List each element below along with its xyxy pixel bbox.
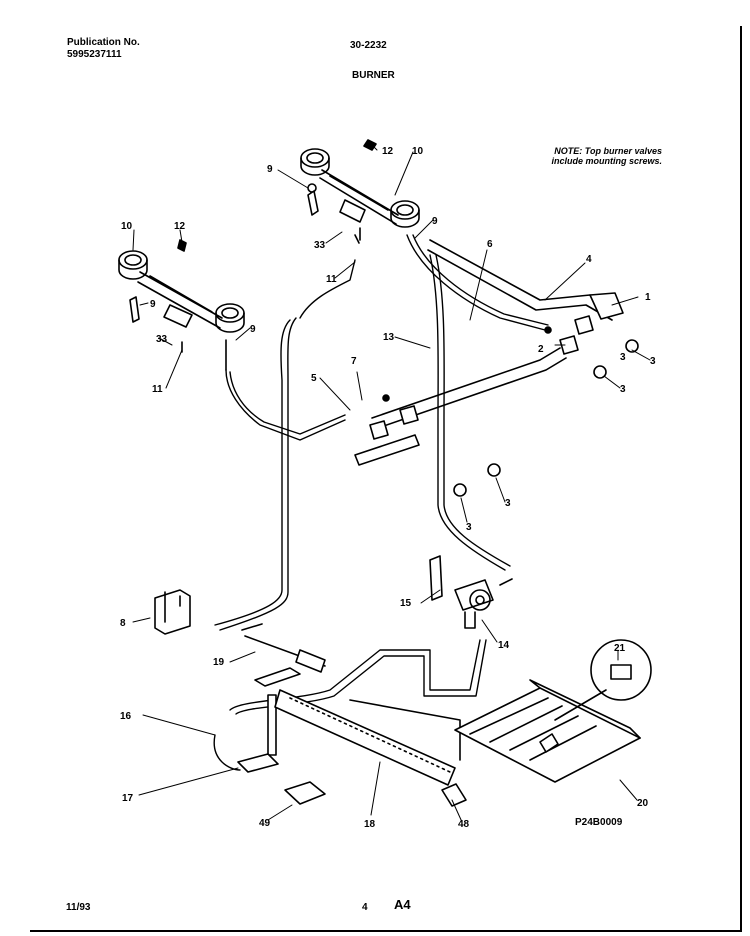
- callout-17: 17: [122, 793, 134, 804]
- rear-burner-assembly: [300, 139, 420, 244]
- model-code: 30-2232: [350, 40, 387, 51]
- callout-3c: 3: [505, 498, 511, 509]
- spark-module: [154, 589, 191, 635]
- front-burner-assembly: [118, 239, 245, 371]
- callout-48: 48: [458, 819, 470, 830]
- callout-1: 1: [645, 292, 651, 303]
- manifold-pipe: [371, 239, 624, 429]
- footer-date: 11/93: [66, 902, 91, 913]
- callout-33b: 33: [156, 334, 168, 345]
- callout-6: 6: [487, 239, 493, 250]
- note-line-2: include mounting screws.: [551, 156, 662, 166]
- callout-4: 4: [586, 254, 592, 265]
- callout-10b: 10: [121, 221, 133, 232]
- footer-page-number: 4: [362, 902, 368, 913]
- callout-15: 15: [400, 598, 412, 609]
- callout-20: 20: [637, 798, 649, 809]
- callout-11a: 11: [326, 274, 337, 285]
- oven-baffle: [454, 639, 652, 783]
- footer-page-code: A4: [394, 897, 411, 912]
- callout-3b: 3: [620, 384, 626, 395]
- callout-14: 14: [498, 640, 510, 651]
- section-title: BURNER: [352, 70, 395, 81]
- callout-21: 21: [614, 643, 626, 654]
- diagram-reference: P24B0009: [575, 817, 623, 828]
- leader-lines: [132, 144, 651, 823]
- callout-10a: 10: [412, 146, 424, 157]
- callout-18: 18: [364, 819, 376, 830]
- callout-9c: 9: [150, 299, 156, 310]
- callout-9d: 9: [250, 324, 256, 335]
- callout-2: 2: [538, 344, 544, 355]
- callout-12b: 12: [174, 221, 186, 232]
- callout-3e: 3: [620, 352, 626, 363]
- callout-3d: 3: [466, 522, 472, 533]
- callout-13: 13: [383, 332, 395, 343]
- callout-3a: 3: [650, 356, 656, 367]
- callout-33a: 33: [314, 240, 326, 251]
- publication-number: 5995237111: [67, 49, 122, 60]
- callout-7: 7: [351, 356, 357, 367]
- callout-8: 8: [120, 618, 126, 629]
- gas-tubing: [213, 234, 549, 771]
- oven-burner: [237, 623, 467, 807]
- callout-11b: 11: [152, 384, 163, 395]
- oven-safety-valve: [429, 555, 513, 629]
- callout-19: 19: [213, 657, 225, 668]
- callout-labels: 1 2 3 3 3 3 3 4 5 6 7 8 9 9 9 9 10 10 11…: [120, 146, 656, 830]
- callout-9a: 9: [267, 164, 273, 175]
- page-frame: [30, 26, 742, 932]
- callout-16: 16: [120, 711, 132, 722]
- callout-5: 5: [311, 373, 317, 384]
- callout-12a: 12: [382, 146, 394, 157]
- note: NOTE: Top burner valves include mounting…: [527, 146, 662, 166]
- note-line-1: NOTE: Top burner valves: [554, 146, 662, 156]
- callout-9b: 9: [432, 216, 438, 227]
- callout-49: 49: [259, 818, 271, 829]
- publication-label: Publication No.: [67, 37, 140, 48]
- top-burner-valves: [354, 315, 639, 497]
